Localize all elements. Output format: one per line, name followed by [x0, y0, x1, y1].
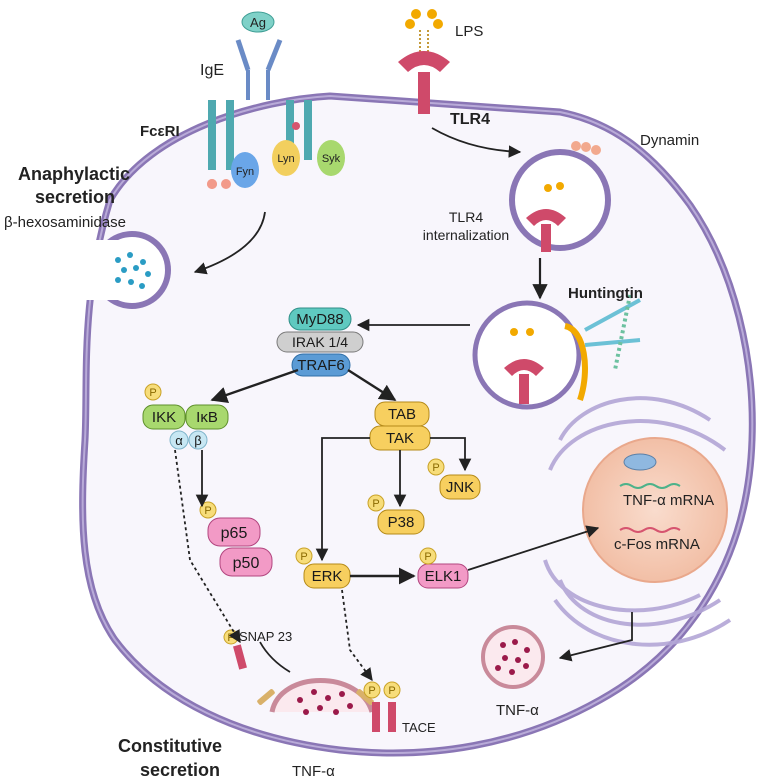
- tnf-mrna-label: TNF-α mRNA: [623, 492, 714, 509]
- svg-text:P: P: [368, 685, 375, 697]
- p38-node: P38: [377, 509, 425, 535]
- svg-text:α: α: [175, 433, 183, 448]
- phospho-badge-tace-1: P: [363, 681, 381, 699]
- tlr4-internalization-line2: internalization: [423, 227, 509, 243]
- anaphylactic-label-line2: secretion: [35, 187, 115, 207]
- ikk-alpha-node: α: [169, 430, 189, 450]
- svg-text:TAK: TAK: [386, 430, 414, 447]
- cfos-mrna-label: c-Fos mRNA: [614, 536, 700, 553]
- tnf-vesicle-label: TNF-α: [496, 702, 539, 719]
- tlr4-internalization-line1: TLR4: [449, 209, 483, 225]
- phospho-badge-fceri-1: [207, 179, 217, 189]
- svg-text:P: P: [432, 462, 439, 474]
- erk-node: ERK: [303, 563, 351, 589]
- svg-text:ERK: ERK: [312, 568, 343, 585]
- phospho-badge-p38: P: [367, 494, 385, 512]
- secretory-vesicle: [257, 678, 375, 715]
- svg-text:MyD88: MyD88: [296, 311, 344, 328]
- syk-label: Syk: [322, 153, 341, 165]
- endosome: [472, 300, 582, 410]
- tab-node: TAB: [374, 401, 430, 427]
- svg-text:IκB: IκB: [196, 409, 218, 426]
- svg-text:P: P: [204, 505, 211, 517]
- nucleus: [543, 396, 732, 647]
- ag-label: Ag: [250, 15, 266, 30]
- ige-label: IgE: [200, 62, 224, 79]
- svg-text:P: P: [300, 551, 307, 563]
- svg-text:P: P: [388, 685, 395, 697]
- ikb-node: IκB: [185, 404, 229, 430]
- snap23-label: SNAP 23: [239, 629, 292, 644]
- irak-node: IRAK 1/4: [276, 331, 364, 353]
- svg-text:p65: p65: [221, 525, 248, 542]
- ikk-node: IKK: [142, 404, 186, 430]
- tak-node: TAK: [369, 425, 431, 451]
- jnk-node: JNK: [439, 474, 481, 500]
- fyn-label: Fyn: [236, 166, 254, 178]
- tlr4-receptor-surface: [398, 9, 450, 114]
- svg-text:P: P: [149, 387, 156, 399]
- svg-text:ELK1: ELK1: [425, 568, 462, 585]
- svg-text:IKK: IKK: [152, 409, 176, 426]
- huntingtin-label: Huntingtin: [568, 285, 643, 302]
- snap23-protein: [233, 644, 247, 670]
- lyn-label: Lyn: [277, 153, 294, 165]
- constitutive-label-line1: Constitutive: [118, 736, 222, 756]
- phospho-badge-jnk: P: [427, 458, 445, 476]
- constitutive-label-line2: secretion: [140, 760, 220, 780]
- svg-text:β: β: [194, 433, 201, 448]
- svg-text:P: P: [372, 498, 379, 510]
- p50-node: p50: [219, 547, 273, 577]
- anaphylactic-label-line1: Anaphylactic: [18, 164, 130, 184]
- svg-text:TRAF6: TRAF6: [297, 357, 345, 374]
- lps-label: LPS: [455, 23, 483, 40]
- elk1-node: ELK1: [417, 563, 469, 589]
- hexosaminidase-label: β-hexosaminidase: [4, 214, 126, 231]
- phospho-badge-tace-2: P: [383, 681, 401, 699]
- tlr4-internalized: [526, 182, 566, 252]
- tace-protein: [372, 702, 396, 732]
- tace-label: TACE: [402, 720, 436, 735]
- svg-text:p50: p50: [233, 555, 260, 572]
- phospho-badge-ikk: P: [144, 383, 162, 401]
- svg-text:P: P: [424, 551, 431, 563]
- fceri-label: FcεRI: [140, 123, 180, 140]
- tnf-bottom-label: TNF-α: [292, 763, 335, 780]
- tlr4-label: TLR4: [450, 111, 490, 128]
- phospho-badge-elk1: P: [419, 547, 437, 565]
- exocytosis-granule: [60, 231, 171, 309]
- svg-text:JNK: JNK: [446, 479, 474, 496]
- svg-text:TAB: TAB: [388, 406, 416, 423]
- fceri-receptor-complex: [207, 11, 345, 189]
- tlr4-endosomal: [504, 294, 641, 404]
- myd88-node: MyD88: [288, 307, 352, 331]
- tnf-vesicle: [481, 625, 545, 689]
- phospho-badge-erk: P: [295, 547, 313, 565]
- traf6-node: TRAF6: [291, 353, 351, 377]
- svg-text:P38: P38: [388, 514, 415, 531]
- pathway-arrows: [174, 127, 633, 682]
- svg-text:P: P: [227, 632, 234, 644]
- p65-node: p65: [207, 517, 261, 547]
- ikk-beta-node: β: [188, 430, 208, 450]
- dynamin-label: Dynamin: [640, 132, 699, 149]
- svg-text:IRAK 1/4: IRAK 1/4: [292, 334, 348, 350]
